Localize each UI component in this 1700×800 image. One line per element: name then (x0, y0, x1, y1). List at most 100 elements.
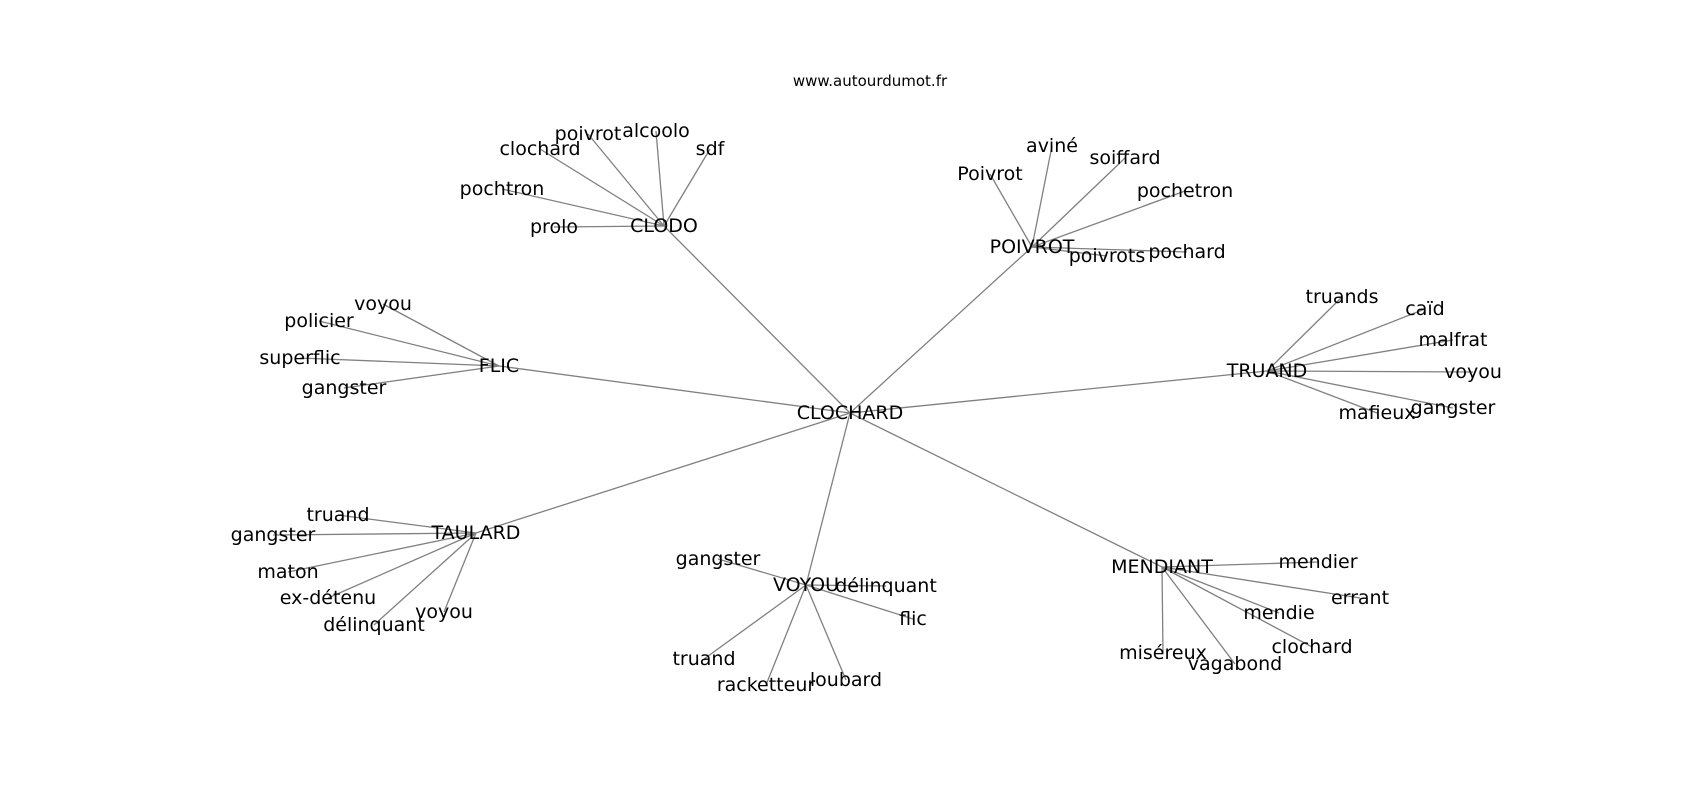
node-word-clodo-alcoolo[interactable]: alcoolo (622, 120, 690, 142)
edge-mendiant-mendie (1161, 566, 1280, 614)
edge-truand-gangster (1266, 370, 1454, 409)
node-word-voyou-gangster[interactable]: gangster (676, 548, 761, 570)
node-word-mendiant-mendier[interactable]: mendier (1278, 551, 1357, 573)
node-word-mendiant-mendie[interactable]: mendie (1243, 602, 1314, 624)
edge-truand-voyou (1266, 370, 1474, 373)
node-word-poivrot-pochetron[interactable]: pochetron (1137, 180, 1233, 202)
node-word-truand-malfrat[interactable]: malfrat (1418, 329, 1487, 351)
node-word-voyou-loubard[interactable]: loubard (810, 669, 882, 691)
node-word-clodo-clochard[interactable]: clochard (499, 138, 580, 160)
node-word-clodo-sdf[interactable]: sdf (696, 138, 726, 160)
edge-center-voyou (805, 412, 851, 586)
edge-center-mendiant (849, 412, 1163, 568)
edge-taulard-gangster (272, 532, 477, 536)
node-word-taulard-delinquant[interactable]: délinquant (323, 614, 425, 636)
node-word-flic-superflic[interactable]: superflic (259, 347, 340, 369)
node-word-poivrot-avine[interactable]: aviné (1026, 135, 1078, 157)
node-word-mendiant-clochard[interactable]: clochard (1271, 636, 1352, 658)
edge-center-flic (498, 365, 851, 414)
edge-center-clodo (663, 225, 851, 414)
edge-taulard-ex-detenu (327, 532, 477, 599)
node-word-flic-voyou[interactable]: voyou (354, 293, 412, 315)
edge-clodo-poivrot (587, 133, 665, 227)
node-word-truand-caid[interactable]: caïd (1405, 298, 1444, 320)
node-hub-voyou[interactable]: VOYOU (773, 574, 839, 596)
edge-mendiant-misereux (1161, 566, 1164, 654)
node-word-poivrot-soiffard[interactable]: soiffard (1089, 147, 1160, 169)
site-caption: www.autourdumot.fr (792, 72, 948, 90)
node-word-truand-voyou[interactable]: voyou (1444, 361, 1502, 383)
node-word-truand-mafieux[interactable]: mafieux (1338, 402, 1415, 424)
edge-center-taulard (475, 412, 851, 534)
node-hub-poivrot[interactable]: POIVROT (990, 236, 1075, 258)
edge-voyou-flic (805, 584, 914, 620)
edge-clodo-prolo (553, 225, 665, 228)
edge-taulard-maton (287, 532, 477, 573)
node-word-poivrot-pochard[interactable]: pochard (1148, 241, 1225, 263)
node-word-poivrot-poivrot[interactable]: Poivrot (957, 163, 1022, 185)
edge-clodo-pochtron (501, 188, 665, 227)
edge-flic-voyou (382, 303, 500, 367)
edge-voyou-truand (703, 584, 807, 660)
edge-flic-superflic (299, 357, 500, 367)
node-word-mendiant-errant[interactable]: errant (1331, 587, 1389, 609)
node-word-voyou-delinquant[interactable]: délinquant (835, 575, 937, 597)
edge-poivrot-pochetron (1031, 190, 1186, 248)
node-hub-flic[interactable]: FLIC (479, 355, 519, 377)
edge-truand-caid (1266, 308, 1426, 372)
edge-voyou-gangster (717, 558, 807, 586)
node-word-truand-gangster[interactable]: gangster (1411, 397, 1496, 419)
edge-voyou-delinquant (805, 584, 887, 587)
node-word-clodo-pochtron[interactable]: pochtron (460, 178, 545, 200)
edge-taulard-truand (337, 514, 477, 534)
node-hub-mendiant[interactable]: MENDIANT (1111, 556, 1213, 578)
node-hub-truand[interactable]: TRUAND (1226, 360, 1308, 382)
edge-voyou-loubard (805, 584, 847, 681)
node-word-taulard-gangster[interactable]: gangster (231, 524, 316, 546)
node-hub-taulard[interactable]: TAULARD (431, 522, 521, 544)
edge-flic-policier (318, 320, 500, 367)
edge-mendiant-clochard (1161, 566, 1313, 648)
node-word-voyou-flic[interactable]: flic (899, 608, 927, 630)
node-word-voyou-truand[interactable]: truand (672, 648, 735, 670)
node-word-taulard-ex-detenu[interactable]: ex-détenu (280, 587, 376, 609)
node-word-clodo-prolo[interactable]: prolo (530, 216, 578, 238)
node-word-truand-truands[interactable]: truands (1306, 286, 1379, 308)
node-word-taulard-voyou[interactable]: voyou (415, 601, 473, 623)
node-word-flic-policier[interactable]: policier (284, 310, 354, 332)
edge-truand-truands (1266, 296, 1343, 372)
edge-poivrot-soiffard (1031, 157, 1126, 248)
edge-mendiant-vagabond (1161, 566, 1236, 665)
edge-poivrot-poivrots (1031, 246, 1108, 257)
edge-poivrot-poivrot (989, 173, 1033, 248)
edge-taulard-voyou (443, 532, 477, 613)
edge-center-poivrot (849, 246, 1033, 414)
node-center-clochard[interactable]: CLOCHARD (797, 402, 904, 424)
edge-mendiant-mendier (1161, 561, 1319, 568)
node-word-mendiant-misereux[interactable]: miséreux (1119, 642, 1207, 664)
node-hub-clodo[interactable]: CLODO (630, 215, 698, 237)
edge-poivrot-pochard (1031, 246, 1188, 253)
edge-center-truand (849, 370, 1268, 414)
edge-flic-gangster (343, 365, 500, 389)
edge-clodo-alcoolo (655, 130, 665, 227)
edge-truand-mafieux (1266, 370, 1378, 414)
node-word-taulard-truand[interactable]: truand (306, 504, 369, 526)
edge-poivrot-avine (1031, 145, 1053, 248)
edge-mendiant-errant (1161, 566, 1361, 599)
node-word-clodo-poivrot[interactable]: poivrot (555, 123, 622, 145)
edge-taulard-delinquant (373, 532, 477, 626)
node-word-poivrot-poivrots[interactable]: poivrots (1069, 245, 1146, 267)
node-word-mendiant-vagabond[interactable]: vagabond (1188, 653, 1282, 675)
edges-layer (272, 130, 1474, 686)
edge-clodo-sdf (663, 148, 711, 227)
edge-truand-malfrat (1266, 339, 1454, 372)
edge-clodo-clochard (539, 148, 665, 227)
node-word-voyou-racketteur[interactable]: racketteur (717, 674, 816, 696)
node-word-taulard-maton[interactable]: maton (257, 561, 318, 583)
edge-voyou-racketteur (765, 584, 807, 686)
node-word-flic-gangster[interactable]: gangster (302, 377, 387, 399)
